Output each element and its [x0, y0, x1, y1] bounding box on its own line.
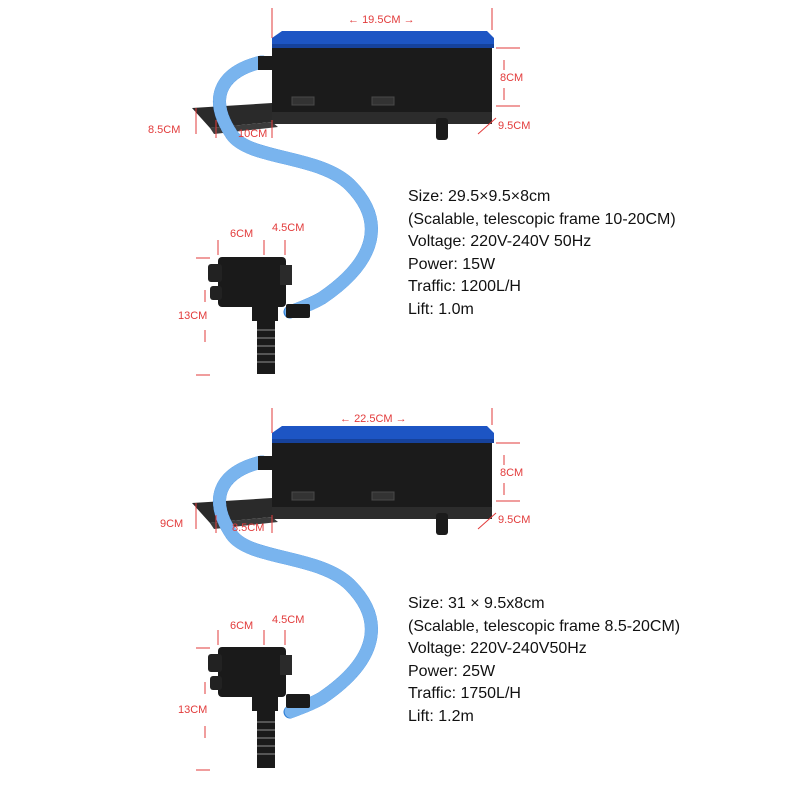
spec-lift: Lift: 1.0m [408, 300, 474, 318]
pump-depth-label: 4.5CM [272, 614, 305, 626]
filter-box-illustration [192, 8, 520, 376]
filter-box-lid [272, 426, 494, 443]
pump-width-label: 6CM [230, 620, 254, 632]
water-pump [208, 257, 310, 374]
spec-size: Size: 31 × 9.5x8cm [408, 595, 545, 612]
box-height-label: 8CM [500, 72, 524, 84]
dimension-lines [195, 8, 520, 376]
box-width-label: ← 19.5CM → [348, 14, 415, 26]
bracket-width-label: 8.5CM [232, 522, 265, 534]
filter-box-lid [272, 31, 494, 48]
spec-traffic: Traffic: 1200L/H [408, 278, 521, 295]
spec-voltage: Voltage: 220V-240V 50Hz [408, 233, 592, 250]
bracket-width-label: 10CM [238, 128, 268, 140]
pump-height-label: 13CM [178, 310, 208, 322]
mounting-bracket [192, 103, 272, 128]
bracket-left-label: 9CM [160, 518, 184, 530]
mounting-bracket [192, 498, 272, 523]
water-pump [208, 647, 310, 768]
filter-box-illustration [192, 408, 520, 771]
spec-list: Size: 31 × 9.5x8cm (Scalable, telescopic… [408, 593, 680, 728]
dimension-lines [195, 408, 520, 771]
pump-depth-label: 4.5CM [272, 222, 305, 234]
box-outlet-pipe [436, 118, 448, 140]
spec-voltage: Voltage: 220V-240V50Hz [408, 640, 587, 657]
box-outlet-pipe [436, 513, 448, 535]
product-panel-1: ← 19.5CM → 8CM 9.5CM 8.5CM 10CM 6CM 4.5C… [148, 8, 676, 376]
pump-height-label: 13CM [178, 704, 208, 716]
pump-width-label: 6CM [230, 228, 254, 240]
filter-box-body [272, 440, 492, 518]
box-height-label: 8CM [500, 467, 524, 479]
box-depth-label: 9.5CM [498, 120, 531, 132]
filter-box-body [272, 45, 492, 123]
spec-frame: (Scalable, telescopic frame 8.5-20CM) [408, 617, 681, 635]
spec-power: Power: 15W [408, 255, 496, 273]
box-depth-label: 9.5CM [498, 514, 531, 526]
spec-traffic: Traffic: 1750L/H [408, 685, 521, 702]
spec-power: Power: 25W [408, 662, 496, 680]
spec-frame: (Scalable, telescopic frame 10-20CM) [408, 210, 676, 228]
product-panel-2: ← 22.5CM → 8CM 9.5CM 9CM 8.5CM 6CM 4.5CM… [0, 400, 800, 800]
spec-list: Size: 29.5×9.5×8cm (Scalable, telescopic… [408, 186, 676, 321]
bracket-left-label: 8.5CM [148, 124, 181, 136]
spec-lift: Lift: 1.2m [408, 707, 474, 725]
box-width-label: ← 22.5CM → [340, 413, 407, 425]
spec-size: Size: 29.5×9.5×8cm [408, 188, 551, 205]
